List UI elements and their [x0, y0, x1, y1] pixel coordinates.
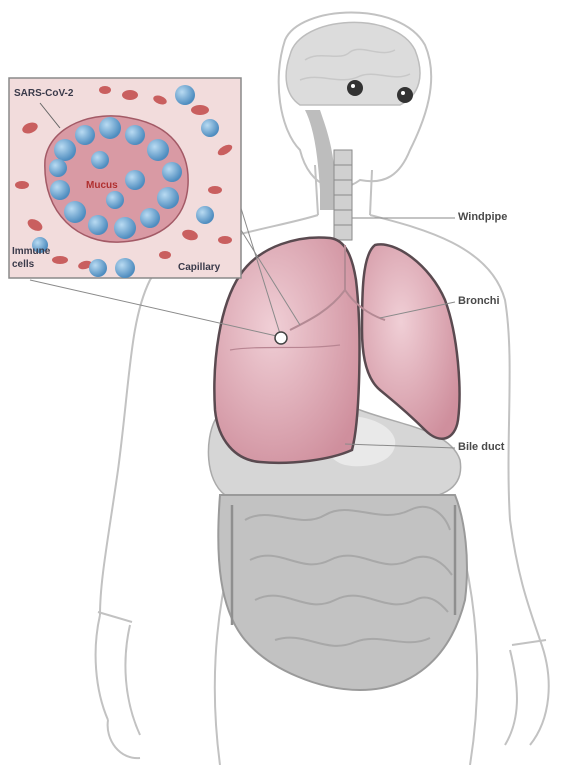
- alveoli-marker: [275, 332, 287, 344]
- label-capillary: Capillary: [178, 262, 220, 273]
- intestines: [218, 495, 467, 690]
- label-windpipe: Windpipe: [458, 211, 507, 223]
- label-bile-duct: Bile duct: [458, 441, 504, 453]
- label-immune-line1: Immune: [12, 246, 50, 257]
- label-sars-cov-2: SARS-CoV-2: [14, 88, 73, 99]
- label-bronchi: Bronchi: [458, 295, 500, 307]
- label-immune-line2: cells: [12, 259, 34, 270]
- label-mucus: Mucus: [86, 180, 118, 191]
- lungs: [214, 237, 459, 462]
- left-lung: [362, 244, 459, 438]
